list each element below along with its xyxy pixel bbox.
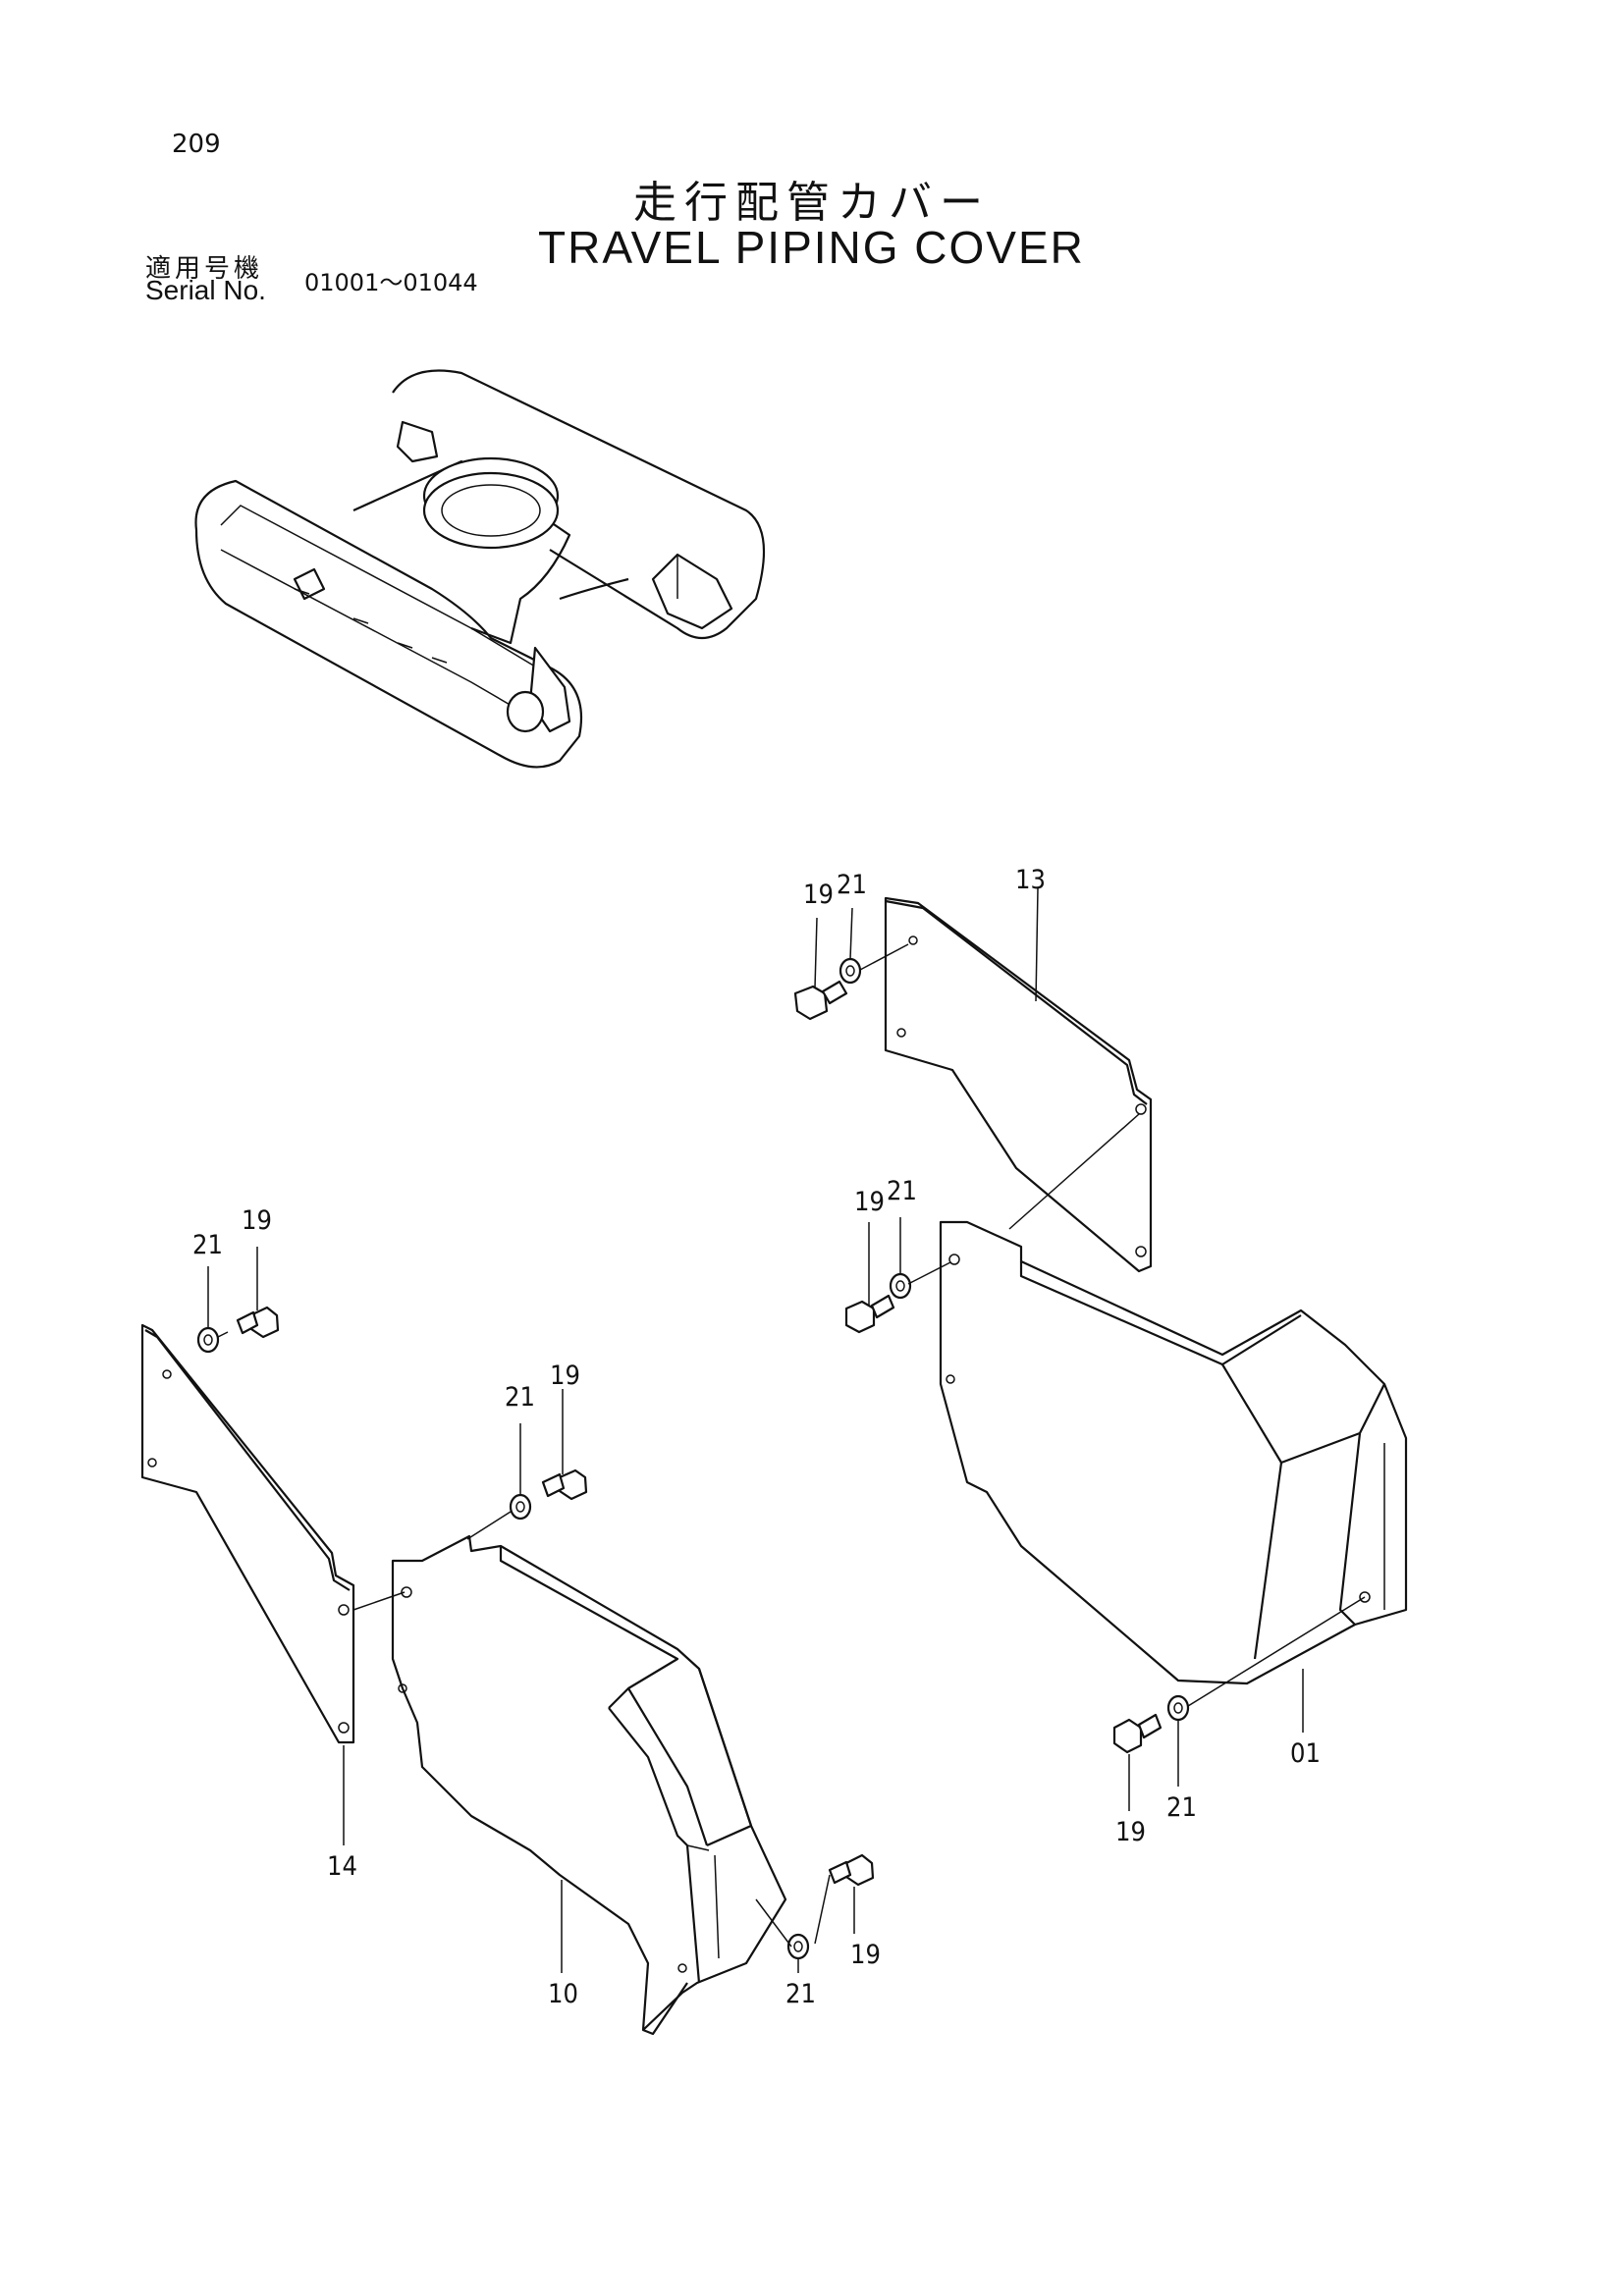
washer-21-e — [509, 1493, 532, 1521]
callout-21-a: 21 — [837, 870, 867, 900]
serial-label-japanese: 適用号機 — [145, 254, 264, 284]
washer-21-c — [1166, 1694, 1190, 1722]
callout-21-e: 21 — [505, 1382, 535, 1413]
bolt-19-b — [844, 1294, 895, 1334]
callout-19-b: 19 — [854, 1187, 885, 1217]
bolt-19-a — [793, 980, 848, 1021]
washer-21-b — [889, 1272, 912, 1300]
leader-lines — [207, 887, 1366, 1973]
title-english: TRAVEL PIPING COVER — [538, 222, 1085, 273]
cover-10 — [391, 1534, 787, 2036]
serial-range: 01001～01044 — [304, 269, 478, 296]
callout-21-b: 21 — [887, 1176, 917, 1206]
callout-13: 13 — [1015, 865, 1046, 895]
callout-01: 01 — [1290, 1738, 1321, 1769]
cover-01 — [939, 1220, 1408, 1685]
callout-21-f: 21 — [785, 1979, 816, 2009]
page-number: 209 — [172, 130, 221, 159]
bolt-19-f — [828, 1853, 875, 1887]
callout-14: 14 — [327, 1851, 357, 1882]
washer-21-a — [839, 957, 862, 985]
callout-19-c: 19 — [1115, 1817, 1146, 1847]
callout-21-d: 21 — [192, 1230, 223, 1260]
callout-19-e: 19 — [550, 1361, 580, 1391]
callout-21-c: 21 — [1166, 1792, 1197, 1823]
serial-label-english: Serial No. — [145, 275, 266, 305]
callout-19-f: 19 — [850, 1940, 881, 1970]
undercarriage-sketch — [194, 369, 766, 769]
plate-13 — [884, 896, 1153, 1273]
callout-10: 10 — [548, 1979, 578, 2009]
washer-21-f — [786, 1933, 810, 1960]
bolt-19-c — [1112, 1713, 1163, 1754]
title-japanese: 走行配管カバー — [633, 178, 991, 228]
bolt-19-e — [541, 1468, 588, 1501]
callout-19-d: 19 — [242, 1205, 272, 1236]
bolt-19-d — [236, 1306, 280, 1339]
callout-labels: 13 19 21 19 21 19 21 19 21 14 10 21 19 0… — [192, 865, 1321, 2009]
washer-21-d — [196, 1326, 220, 1354]
plate-14 — [140, 1323, 355, 1744]
callout-19-a: 19 — [803, 880, 834, 910]
